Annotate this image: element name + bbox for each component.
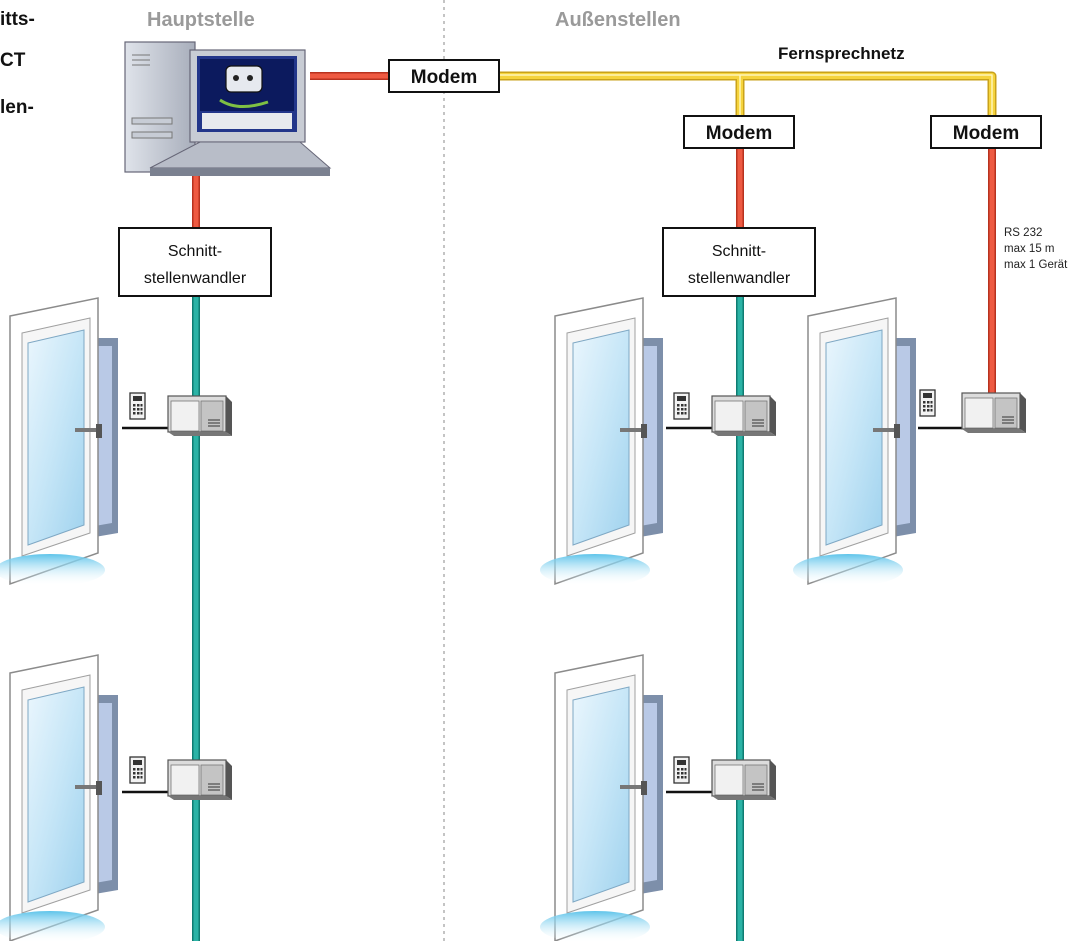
header-remote-sites: Außenstellen [555, 9, 681, 31]
controller-box-icon [167, 759, 233, 801]
network-label: Fernsprechnetz [778, 44, 905, 63]
modem-remote-2-label: Modem [953, 123, 1020, 144]
door-icon [0, 654, 119, 941]
controller-box-icon [711, 759, 777, 801]
access-unit-remote-3 [918, 389, 1027, 434]
telephone-network-lines [500, 71, 997, 118]
interface-converter-remote: Schnitt- stellenwandler [662, 227, 816, 297]
left-text-line1: itts- [0, 9, 35, 30]
header-main-site: Hauptstelle [147, 9, 255, 31]
converter-remote-line1: Schnitt- [712, 243, 766, 260]
left-text-line2: CT [0, 50, 26, 71]
rs232-note-line3: max 1 Gerät [1004, 259, 1068, 271]
interface-converter-main: Schnitt- stellenwandler [118, 227, 272, 297]
controller-box-icon [167, 395, 233, 437]
keypad-icon [919, 389, 936, 417]
rs232-note-line1: RS 232 [1004, 227, 1042, 239]
access-unit-remote-1 [666, 392, 777, 437]
door-icon [539, 297, 664, 587]
keypad-icon [129, 392, 146, 420]
access-unit-main-2 [122, 756, 233, 801]
modem-main-label: Modem [411, 67, 478, 88]
keypad-icon [673, 392, 690, 420]
left-text-line3: len- [0, 97, 34, 118]
controller-box-icon [961, 392, 1027, 434]
rs232-note-line2: max 15 m [1004, 243, 1055, 255]
rs232-lines [192, 72, 996, 395]
door-icon [0, 297, 119, 587]
computer-icon [124, 41, 332, 176]
keypad-icon [673, 756, 690, 784]
door-icon [792, 297, 917, 587]
modem-remote-2: Modem [930, 115, 1042, 149]
modem-remote-1: Modem [683, 115, 795, 149]
modem-remote-1-label: Modem [706, 123, 773, 144]
modem-main: Modem [388, 59, 500, 93]
access-unit-main-1 [122, 392, 233, 437]
keypad-icon [129, 756, 146, 784]
converter-main-line2: stellenwandler [144, 270, 247, 287]
controller-box-icon [711, 395, 777, 437]
door-icon [539, 654, 664, 941]
access-unit-remote-2 [666, 756, 777, 801]
converter-main-line1: Schnitt- [168, 243, 222, 260]
converter-remote-line2: stellenwandler [688, 270, 791, 287]
